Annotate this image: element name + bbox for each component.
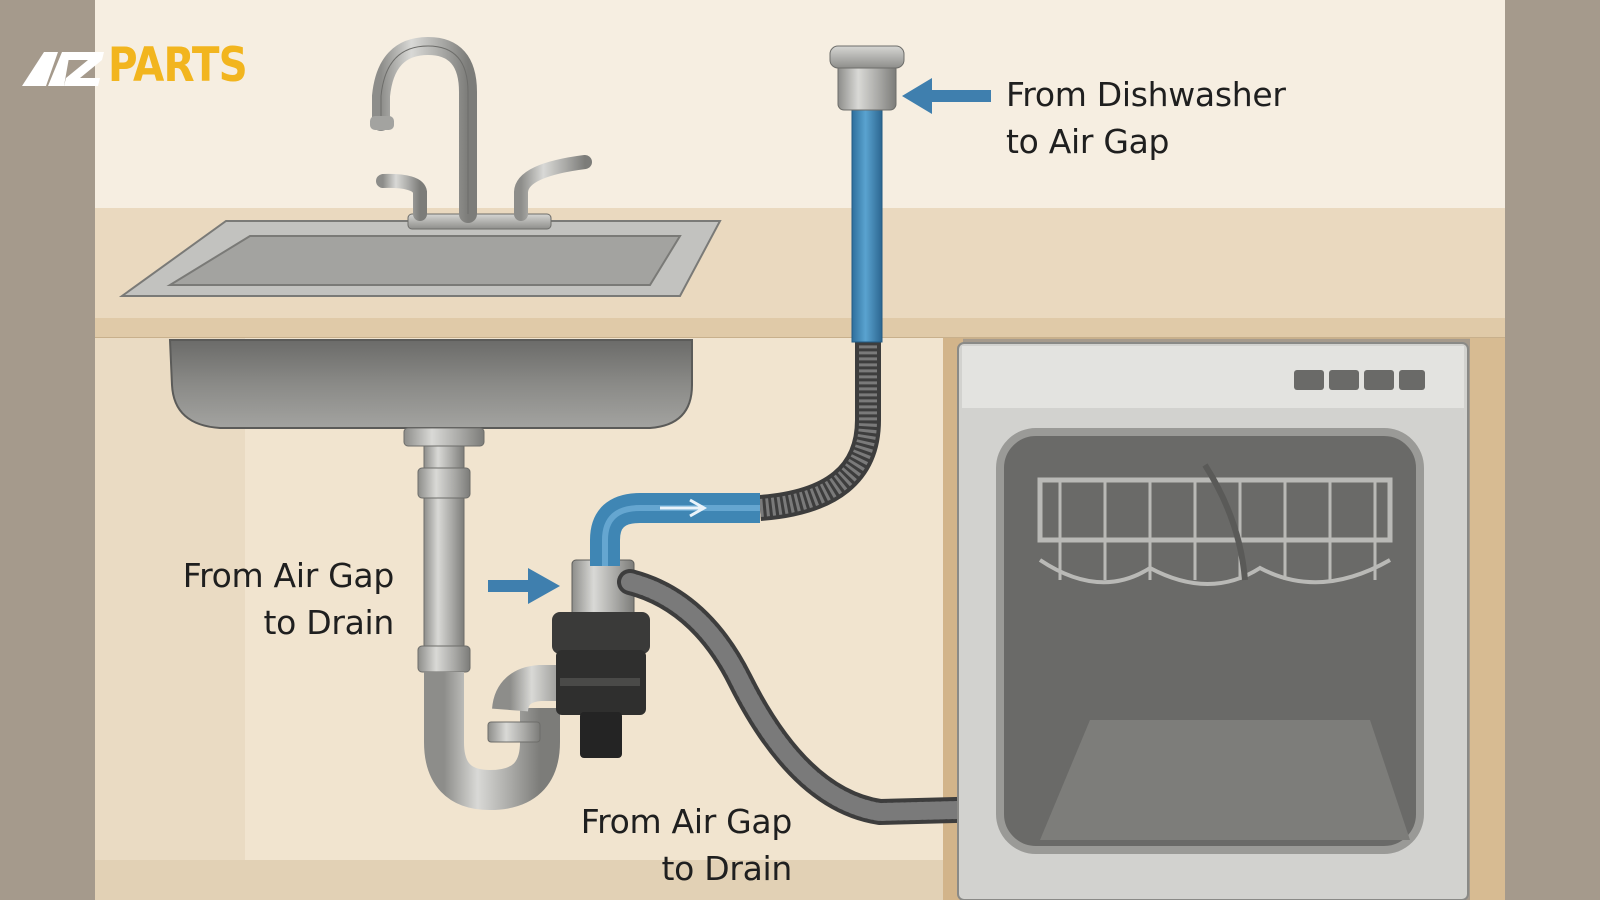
label-dishwasher-to-air-gap: From Dishwasher to Air Gap bbox=[1006, 71, 1286, 165]
brand-logo: PARTS bbox=[18, 38, 270, 94]
label-line: to Air Gap bbox=[1006, 122, 1170, 161]
label-line: From Air Gap bbox=[182, 556, 395, 595]
sink-bowl bbox=[168, 339, 693, 429]
arrow-icon bbox=[488, 568, 560, 604]
air-gap-icon bbox=[829, 45, 905, 111]
label-line: From Air Gap bbox=[580, 802, 793, 841]
arrow-icon bbox=[902, 78, 991, 114]
logo-text: PARTS bbox=[108, 38, 248, 93]
label-air-gap-to-drain-bottom: From Air Gap to Drain bbox=[560, 798, 793, 892]
logo-mark bbox=[22, 52, 104, 86]
label-air-gap-to-drain-left: From Air Gap to Drain bbox=[150, 552, 395, 646]
flow-arrow-icon bbox=[660, 498, 708, 518]
label-line: From Dishwasher bbox=[1006, 75, 1286, 114]
garbage-disposal-icon bbox=[552, 559, 650, 758]
label-line: to Drain bbox=[263, 603, 394, 642]
faucet-icon bbox=[370, 36, 592, 230]
label-line: to Drain bbox=[661, 849, 792, 888]
drain-trap bbox=[403, 427, 572, 811]
dishwasher bbox=[957, 342, 1469, 900]
countertop-edge bbox=[95, 318, 1505, 338]
wall bbox=[95, 0, 1505, 212]
air-gap-riser-blue bbox=[851, 109, 883, 343]
